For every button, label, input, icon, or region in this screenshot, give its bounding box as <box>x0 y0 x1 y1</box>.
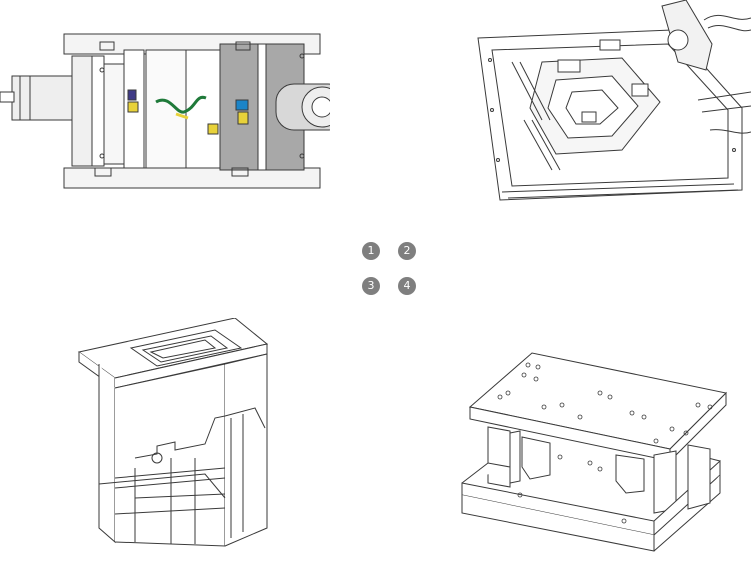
part-purple <box>127 89 137 101</box>
left-motor <box>11 75 73 121</box>
figure-2-mold-exploded <box>472 0 751 210</box>
part-yellow-left <box>127 101 139 113</box>
mold-exploded-drawing <box>477 0 751 201</box>
part-green-hose <box>155 95 207 114</box>
badge-1: 1 <box>362 242 380 260</box>
figure-1-mold-section <box>0 28 330 198</box>
mold-core-drawing <box>77 318 269 547</box>
figure-4-mold-base <box>460 345 751 560</box>
part-blue <box>235 99 249 111</box>
badge-2: 2 <box>398 242 416 260</box>
part-yellow-right <box>237 111 249 125</box>
bottom-clamp-plate <box>63 167 321 189</box>
badge-3: 3 <box>362 277 380 295</box>
mold-base-drawing <box>461 352 728 552</box>
mold-section-drawing <box>0 33 330 189</box>
core-front-face <box>114 363 226 547</box>
figure-3-mold-core <box>75 318 275 558</box>
badge-4: 4 <box>398 277 416 295</box>
